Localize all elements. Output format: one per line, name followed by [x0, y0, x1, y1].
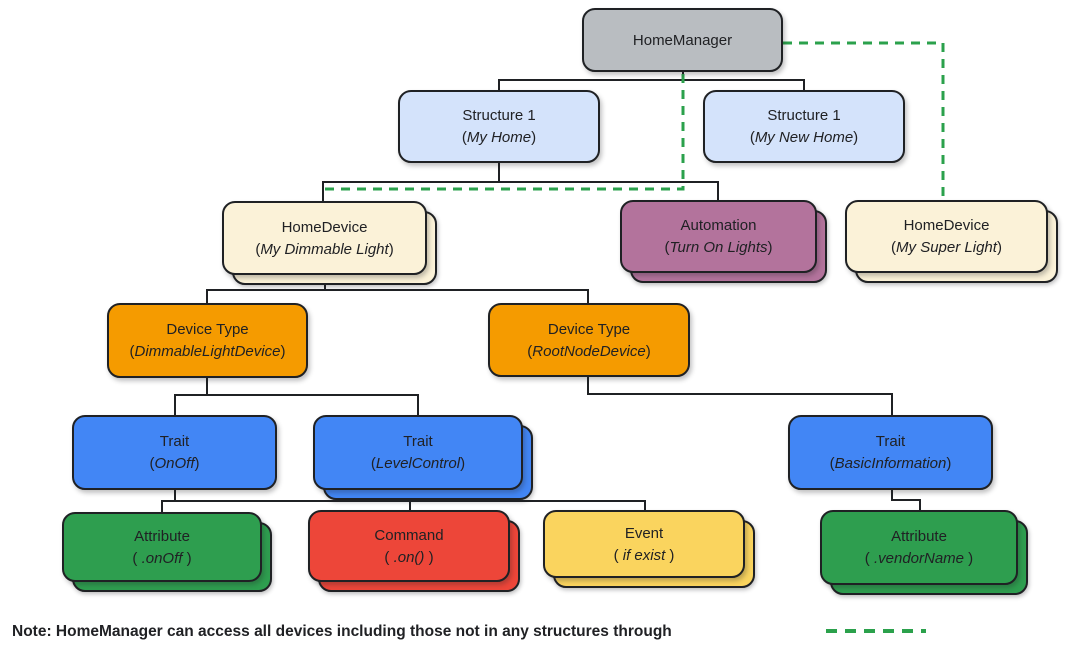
node-subtitle: ( .on() )	[384, 548, 434, 566]
node-subtitle: (Turn On Lights)	[664, 239, 773, 256]
connector-basicinfo-attribute	[891, 490, 921, 510]
green-dashed-line-legend-icon	[826, 629, 926, 633]
connector-homedevice-devicetypes	[206, 289, 589, 303]
node-home-manager-card: HomeManager	[582, 8, 783, 72]
node-title: HomeDevice	[903, 217, 990, 234]
tree-connectors	[161, 72, 921, 512]
node-automation-turn-on-lights-card: Automation (Turn On Lights)	[620, 200, 817, 273]
node-trait-basicinformation-card: Trait (BasicInformation)	[788, 415, 993, 490]
node-structure-1-my-new-home-card: Structure 1 (My New Home)	[703, 90, 905, 163]
node-trait-onoff: Trait (OnOff)	[72, 415, 277, 490]
node-trait-levelcontrol-card: Trait (LevelControl)	[313, 415, 523, 490]
node-homedevice-my-super-light: HomeDevice (My Super Light)	[845, 200, 1058, 283]
node-automation-turn-on-lights: Automation (Turn On Lights)	[620, 200, 827, 283]
node-structure-1-my-home: Structure 1 (My Home)	[398, 90, 600, 163]
node-devicetype-dimmablelightdevice: Device Type (DimmableLightDevice)	[107, 303, 308, 378]
connector-devicetype1-traits	[174, 394, 419, 415]
node-structure-1-my-new-home: Structure 1 (My New Home)	[703, 90, 905, 163]
node-command-on-card: Command ( .on() )	[308, 510, 510, 582]
node-title: Structure 1	[767, 107, 841, 124]
node-subtitle: (My Super Light)	[891, 239, 1002, 256]
node-homedevice-my-dimmable-light: HomeDevice (My Dimmable Light)	[222, 201, 437, 285]
dashed-line-to-dimmable-light	[323, 74, 685, 191]
node-trait-levelcontrol: Trait (LevelControl)	[313, 415, 533, 500]
dashed-line-to-super-light	[783, 41, 945, 200]
node-command-on: Command ( .on() )	[308, 510, 520, 592]
node-title: Trait	[875, 433, 906, 450]
node-title: HomeManager	[632, 31, 733, 49]
node-event-if-exist-card: Event ( if exist )	[543, 510, 745, 578]
connector-trait-children-rail	[161, 500, 646, 512]
node-attribute-vendorname-card: Attribute ( .vendorName )	[820, 510, 1018, 585]
node-subtitle: (BasicInformation)	[829, 455, 952, 472]
node-subtitle: (My Home)	[461, 129, 537, 146]
node-title: Attribute	[891, 528, 947, 545]
node-title: Event	[624, 524, 664, 542]
node-structure-1-my-home-card: Structure 1 (My Home)	[398, 90, 600, 163]
node-title: Command	[374, 526, 444, 544]
dashed-access-lines	[323, 41, 945, 200]
node-devicetype-rootnodedevice: Device Type (RootNodeDevice)	[488, 303, 690, 377]
node-subtitle: (My New Home)	[749, 129, 859, 146]
node-attribute-vendorname: Attribute ( .vendorName )	[820, 510, 1028, 595]
node-title: Attribute	[134, 527, 190, 545]
node-subtitle: (RootNodeDevice)	[527, 342, 651, 360]
node-event-if-exist: Event ( if exist )	[543, 510, 755, 588]
node-title: Trait	[403, 433, 433, 450]
node-attribute-onoff: Attribute ( .onOff )	[62, 512, 272, 592]
node-subtitle: ( .onOff )	[132, 549, 192, 567]
node-trait-basicinformation: Trait (BasicInformation)	[788, 415, 993, 490]
node-subtitle: (My Dimmable Light)	[255, 240, 394, 258]
node-title: HomeDevice	[281, 218, 368, 236]
node-subtitle: (DimmableLightDevice)	[129, 343, 286, 360]
node-homedevice-my-dimmable-light-card: HomeDevice (My Dimmable Light)	[222, 201, 427, 275]
footnote-text: Note: HomeManager can access all devices…	[12, 623, 672, 640]
connector-homemanager-structures	[498, 79, 805, 90]
node-subtitle: (OnOff)	[149, 455, 200, 472]
node-subtitle: ( if exist )	[613, 546, 675, 564]
node-subtitle: (LevelControl)	[370, 455, 466, 472]
node-devicetype-rootnodedevice-card: Device Type (RootNodeDevice)	[488, 303, 690, 377]
node-home-manager: HomeManager	[582, 8, 783, 72]
node-title: Automation	[680, 217, 757, 234]
connector-devicetype2-trait	[587, 377, 893, 415]
connector-structure1-children	[322, 181, 719, 202]
node-title: Structure 1	[462, 107, 536, 124]
node-attribute-onoff-card: Attribute ( .onOff )	[62, 512, 262, 582]
node-title: Trait	[159, 433, 190, 450]
node-homedevice-my-super-light-card: HomeDevice (My Super Light)	[845, 200, 1048, 273]
node-subtitle: ( .vendorName )	[864, 550, 974, 567]
node-devicetype-dimmablelightdevice-card: Device Type (DimmableLightDevice)	[107, 303, 308, 378]
node-title: Device Type	[547, 320, 631, 338]
node-trait-onoff-card: Trait (OnOff)	[72, 415, 277, 490]
node-title: Device Type	[166, 321, 249, 338]
